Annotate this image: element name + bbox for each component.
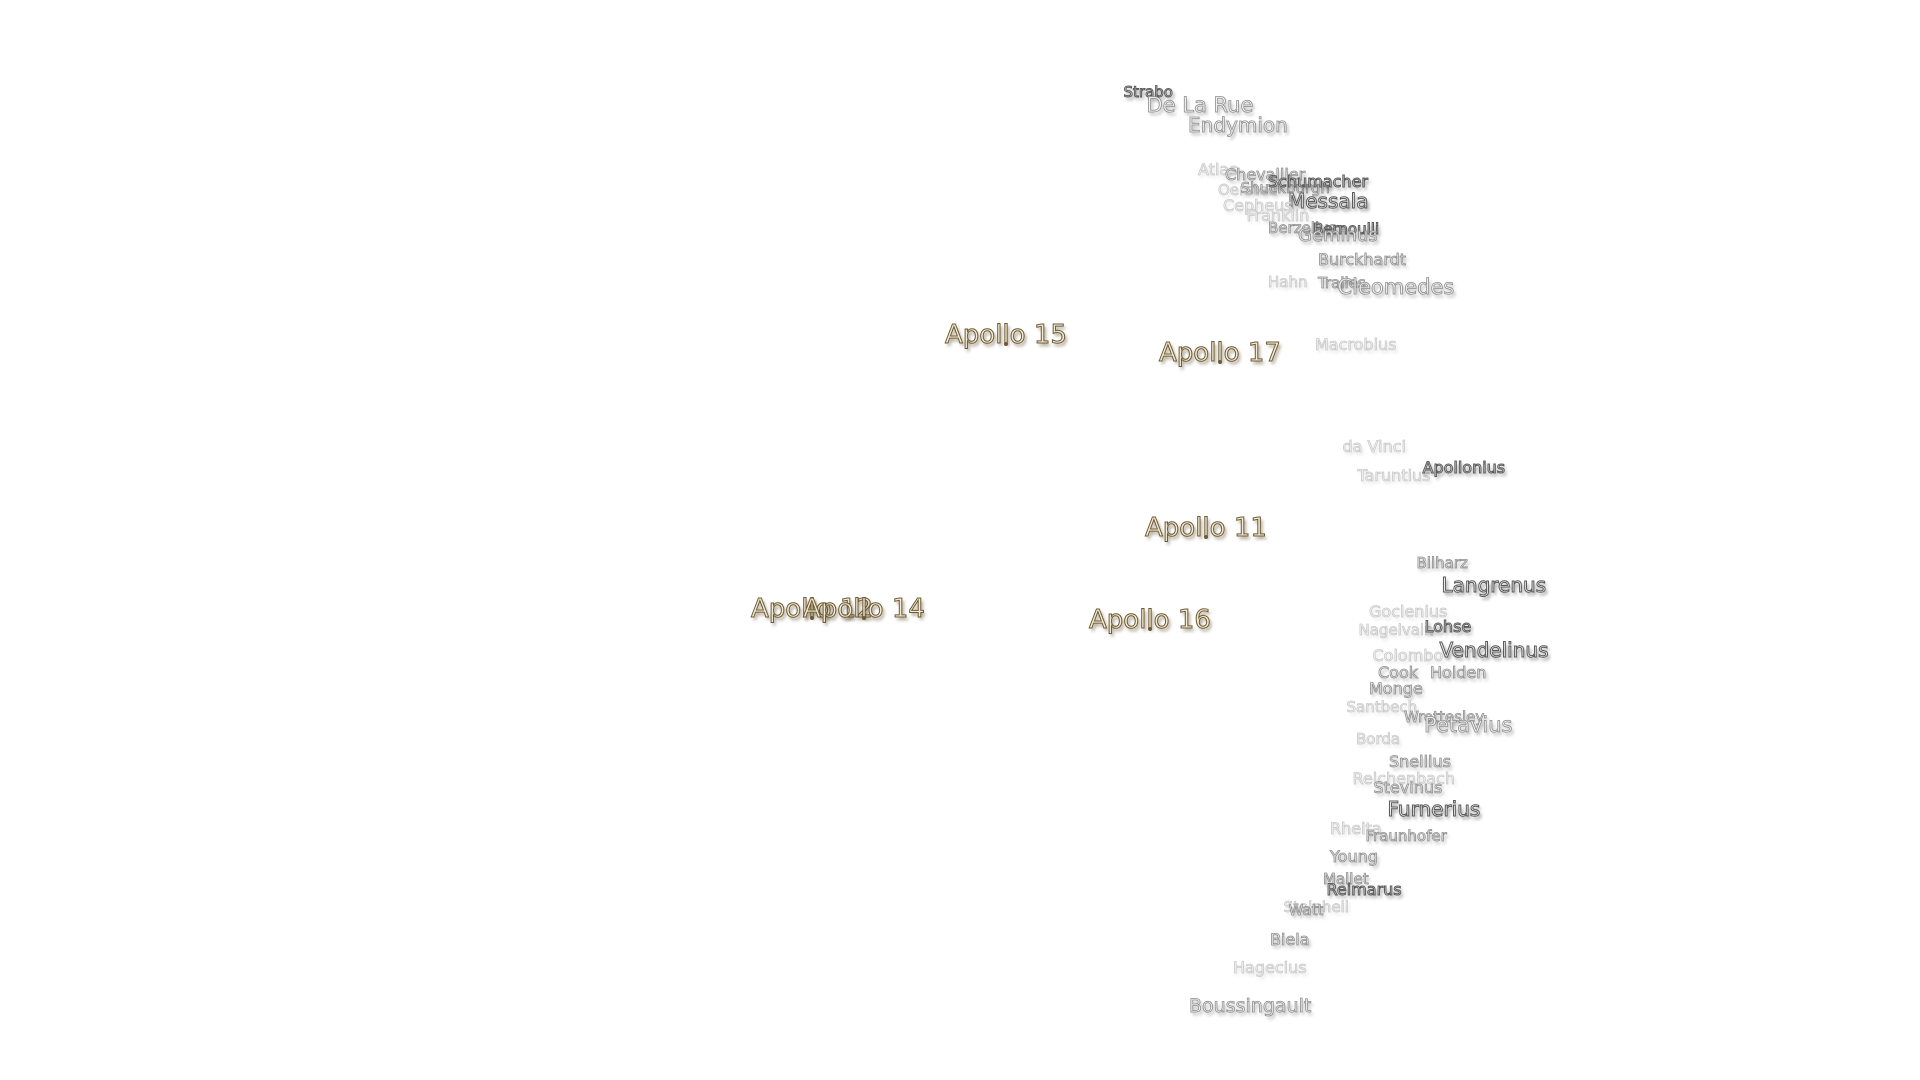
crater-label-cleomedes[interactable]: Cleomedes [1337,274,1455,299]
crater-label-strabo[interactable]: Strabo [1123,82,1173,101]
crater-label-santbech[interactable]: Santbech [1346,697,1418,716]
crater-label-shuckburgh[interactable]: Shuckburgh [1240,178,1330,197]
crater-label-nagelvain[interactable]: Nagelvain [1358,620,1434,639]
crater-label-mallet[interactable]: Mallet [1323,869,1369,888]
crater-label-holden[interactable]: Holden [1430,663,1487,682]
crater-label-furnerius[interactable]: Furnerius [1387,797,1481,821]
crater-label-bernoulli[interactable]: Bernoulli [1312,219,1380,238]
crater-label-fraunhofer[interactable]: Fraunhofer [1365,826,1447,845]
crater-label-cepheus[interactable]: Cepheus [1223,196,1293,215]
crater-label-stevinus[interactable]: Stevinus [1373,778,1443,797]
landing-site-apollo-11[interactable]: Apollo 11 [1145,515,1268,542]
crater-label-reichenbach[interactable]: Reichenbach [1352,769,1456,788]
crater-label-watt[interactable]: Watt [1288,900,1324,919]
crater-label-bilharz[interactable]: Bilharz [1416,553,1468,572]
crater-label-hahn[interactable]: Hahn [1268,272,1308,291]
crater-label-cook[interactable]: Cook [1378,663,1419,682]
landing-site-marker-icon [861,616,866,620]
landing-site-apollo-14[interactable]: Apollo 14 [803,596,926,623]
crater-label-atlas[interactable]: Atlas [1198,160,1238,179]
landing-site-apollo-17[interactable]: Apollo 17 [1159,340,1282,367]
landing-site-apollo-15[interactable]: Apollo 15 [945,322,1068,349]
landing-site-marker-icon [809,616,814,620]
crater-label-oersted[interactable]: Oersted [1218,180,1278,199]
crater-label-monge[interactable]: Monge [1369,679,1424,698]
crater-label-messala[interactable]: Messala [1287,189,1369,213]
crater-label-young[interactable]: Young [1330,847,1379,866]
crater-label-borda[interactable]: Borda [1356,729,1401,748]
landing-site-apollo-12[interactable]: Apollo 12 [751,596,874,623]
crater-label-geminus[interactable]: Geminus [1298,225,1379,246]
crater-label-burckhardt[interactable]: Burckhardt [1318,250,1407,269]
crater-label-snellius[interactable]: Snellius [1389,752,1452,771]
crater-label-biela[interactable]: Biela [1270,930,1310,949]
landing-site-marker-icon [1217,360,1222,364]
landing-site-apollo-16[interactable]: Apollo 16 [1089,607,1212,634]
crater-label-boussingault[interactable]: Boussingault [1189,994,1312,1017]
crater-label-da-vinci[interactable]: da Vinci [1342,437,1406,456]
crater-label-macrobius[interactable]: Macrobius [1315,335,1397,354]
crater-label-vendelinus[interactable]: Vendelinus [1439,638,1549,662]
crater-label-de-la-rue[interactable]: De La Rue [1146,92,1254,117]
crater-label-lohse[interactable]: Lohse [1424,617,1472,636]
landing-site-marker-icon [1147,627,1152,631]
crater-label-berzelius[interactable]: Berzelius [1268,218,1337,237]
crater-label-franklin[interactable]: Franklin [1246,206,1310,225]
crater-label-schumacher[interactable]: Schumacher [1268,172,1369,191]
crater-label-petavius[interactable]: Petavius [1424,712,1513,737]
crater-label-steinheil[interactable]: Steinheil [1283,897,1349,916]
crater-label-langrenus[interactable]: Langrenus [1441,573,1547,597]
crater-label-reimarus[interactable]: Reimarus [1326,880,1402,899]
crater-label-goclenius[interactable]: Goclenius [1369,602,1448,621]
crater-label-hagecius[interactable]: Hagecius [1233,958,1307,977]
crater-label-wrottesley[interactable]: Wrottesley [1404,707,1485,726]
crater-label-tralles[interactable]: Tralles [1318,273,1366,292]
landing-site-marker-icon [1003,342,1008,346]
crater-label-rheita[interactable]: Rheita [1330,819,1382,838]
crater-label-taruntius[interactable]: Taruntius [1357,466,1431,485]
landing-site-marker-icon [1203,535,1208,539]
crater-label-apollonius[interactable]: Apollonius [1422,458,1506,477]
crater-label-colombo[interactable]: Colombo [1372,646,1444,665]
crater-label-chevallier[interactable]: Chevallier [1225,165,1306,184]
crater-label-endymion[interactable]: Endymion [1188,113,1289,137]
